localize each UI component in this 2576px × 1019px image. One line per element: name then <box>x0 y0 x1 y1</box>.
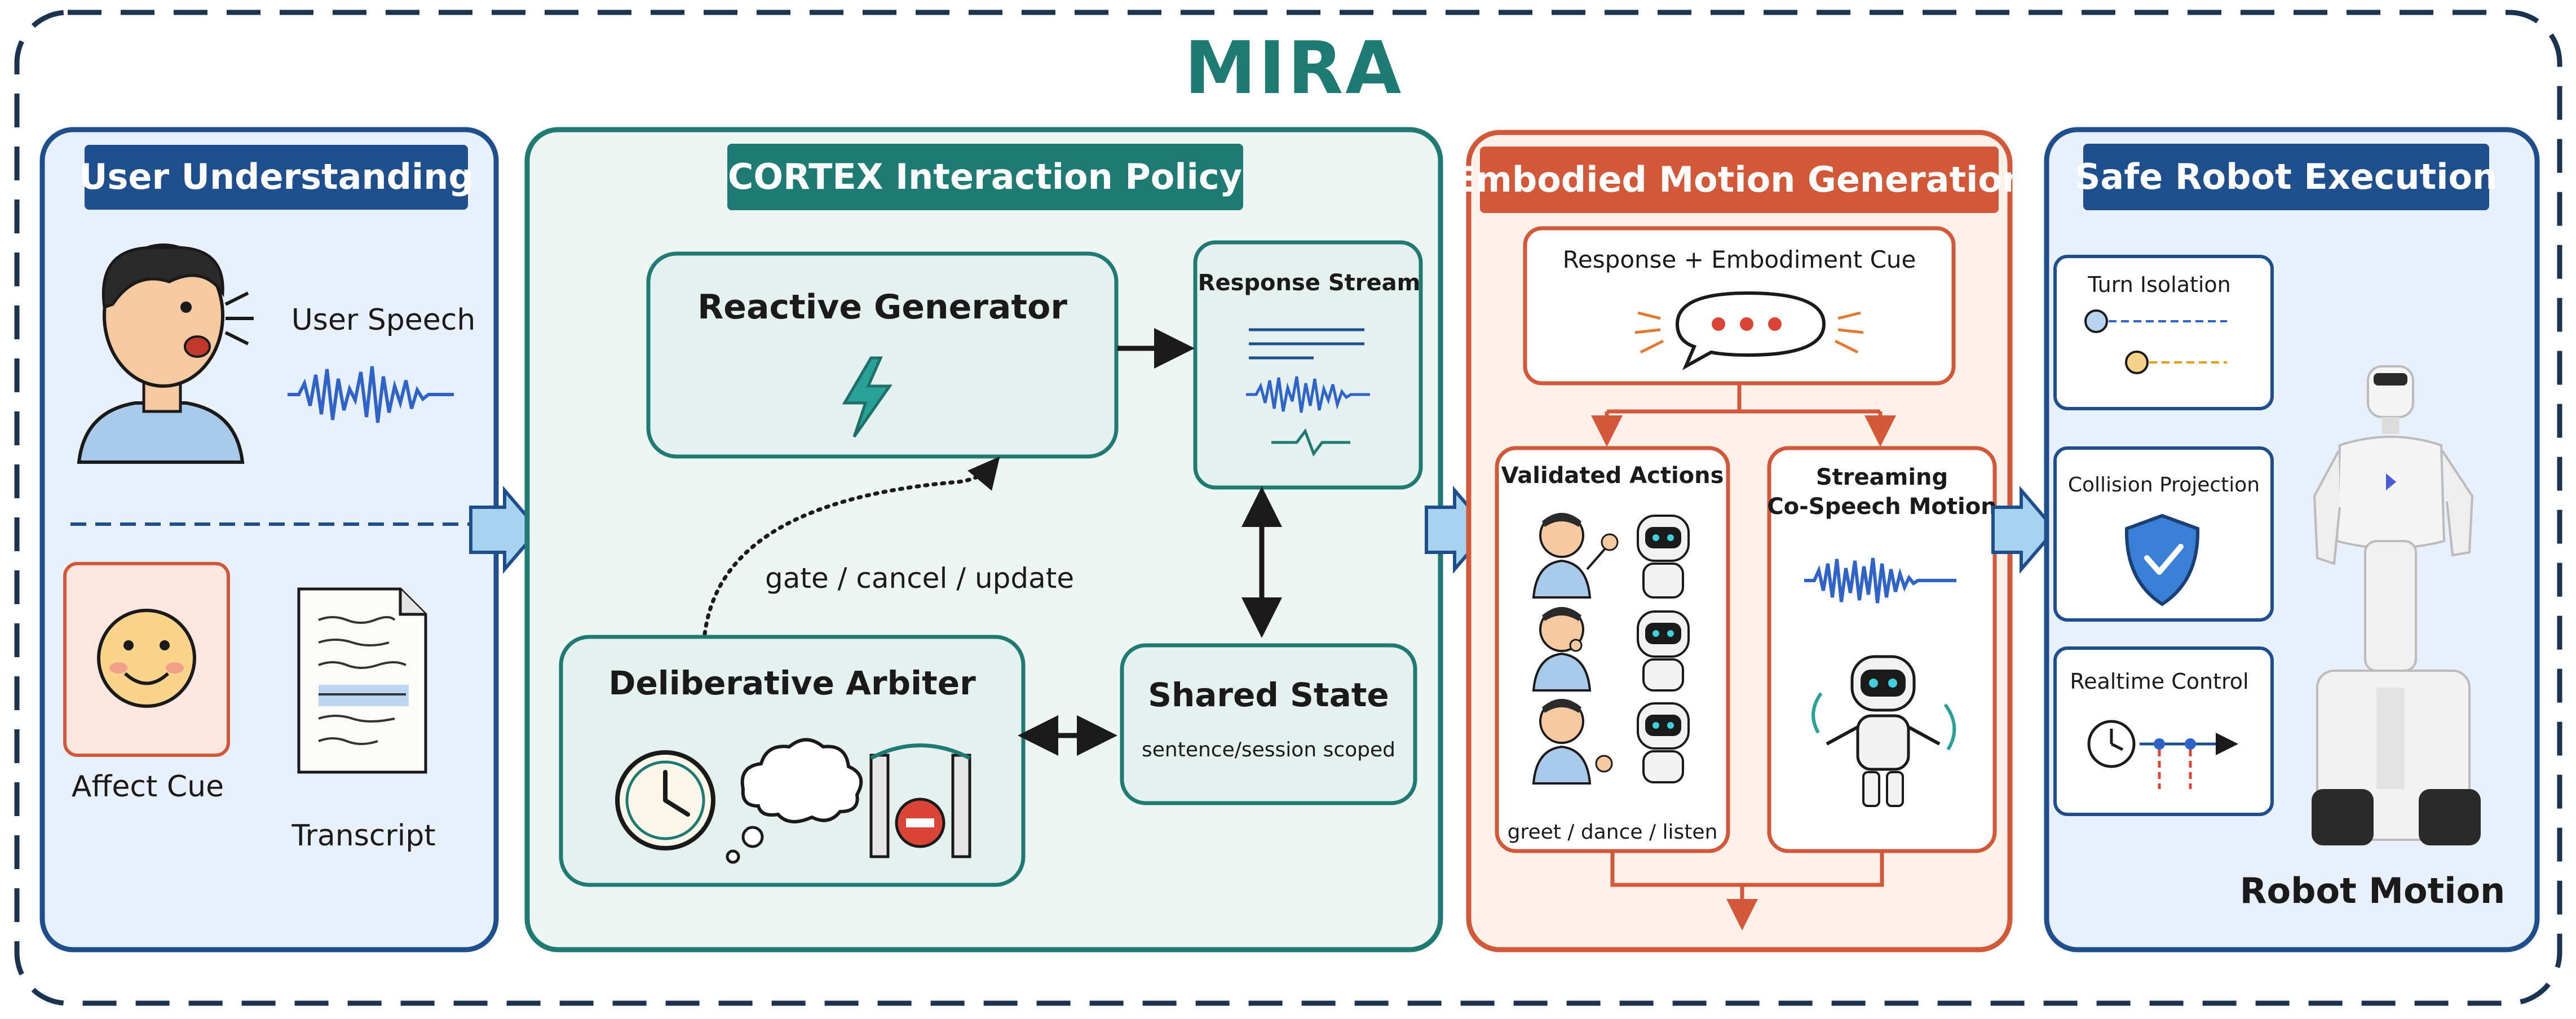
lightning-icon <box>842 356 892 438</box>
streaming-label-line2: Co-Speech Motion <box>1767 494 1996 520</box>
cortex-header-label: CORTEX Interaction Policy <box>728 156 1242 197</box>
response-stream-box <box>1193 240 1423 490</box>
turn-isolation-label: Turn Isolation <box>2087 272 2231 297</box>
action-row-dance <box>1532 607 1690 692</box>
speech-bubble-icon <box>1634 291 1864 370</box>
validated-actions-box <box>1495 446 1730 853</box>
stopwatch-icon <box>2087 720 2136 768</box>
gate-stop-icon <box>869 743 971 858</box>
user-understanding-header-label: User Understanding <box>79 156 474 197</box>
turn-isolation-box <box>2053 255 2274 410</box>
co-speech-robot-icon <box>1811 655 1956 807</box>
reactive-generator-label: Reactive Generator <box>697 287 1067 327</box>
outer-frame <box>14 10 2562 1006</box>
user-understanding-panel: User Understanding User Speech Affect Cu… <box>39 127 499 952</box>
embodied-motion-panel: Embodied Motion Generation Response + Em… <box>1452 130 2027 952</box>
merge-connector <box>1610 851 1884 887</box>
transcript-label: Transcript <box>291 819 435 853</box>
embodied-header-label: Embodied Motion Generation <box>1452 159 2027 200</box>
cortex-header <box>727 144 1243 210</box>
user-speech-waveform <box>288 366 454 423</box>
affect-cue-label: Affect Cue <box>72 770 224 804</box>
safe-header-label: Safe Robot Execution <box>2075 156 2498 197</box>
diagram-title: MIRA <box>1185 26 1404 110</box>
collision-projection-label: Collision Projection <box>2068 473 2260 497</box>
streaming-waveform <box>1804 557 1956 604</box>
flow-arrow-1 <box>469 485 541 574</box>
response-stream-waveform <box>1246 376 1370 413</box>
shared-state-sub-label: sentence/session scoped <box>1142 738 1395 761</box>
split-connector <box>1607 383 1880 414</box>
user-speaking-icon <box>77 243 254 464</box>
realtime-control-label: Realtime Control <box>2070 669 2248 694</box>
humanoid-robot-image <box>2312 365 2481 845</box>
response-cue-label: Response + Embodiment Cue <box>1563 246 1916 273</box>
action-row-greet <box>1532 513 1690 599</box>
flow-arrow-3 <box>1991 485 2057 574</box>
safe-execution-panel: Safe Robot Execution Turn Isolation Coll… <box>2044 127 2540 952</box>
transcript-document-icon <box>297 587 427 774</box>
safe-header <box>2083 144 2489 210</box>
cortex-panel: CORTEX Interaction Policy Reactive Gener… <box>524 127 1443 952</box>
realtime-control-box <box>2053 646 2274 816</box>
embodied-header <box>1480 147 1999 213</box>
shared-state-box <box>1120 643 1417 805</box>
clock-icon <box>615 750 715 850</box>
streaming-label-line1: Streaming <box>1816 464 1948 490</box>
user-understanding-header <box>85 145 468 210</box>
gate-cancel-update-label: gate / cancel / update <box>765 562 1074 595</box>
thought-cloud-icon <box>726 738 863 864</box>
smiley-face-icon <box>97 609 196 708</box>
response-stream-label: Response Stream <box>1198 270 1421 296</box>
reactive-generator-box <box>646 251 1119 459</box>
action-row-listen <box>1532 699 1690 785</box>
gate-arrow <box>702 456 1000 636</box>
robot-motion-label: Robot Motion <box>2240 870 2505 911</box>
shared-state-label: Shared State <box>1148 676 1389 714</box>
deliberative-arbiter-label: Deliberative Arbiter <box>608 664 976 702</box>
actions-caption: greet / dance / listen <box>1508 821 1718 844</box>
shield-check-icon <box>2124 513 2200 606</box>
user-speech-label: User Speech <box>291 303 476 337</box>
validated-actions-label: Validated Actions <box>1501 463 1724 489</box>
